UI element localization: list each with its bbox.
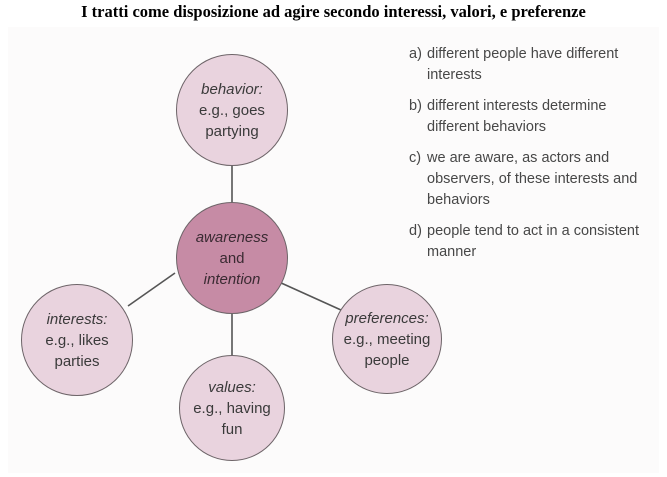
- list-text: different people have different interest…: [427, 46, 619, 83]
- interests-example-line1: e.g., likes: [45, 331, 109, 349]
- list-text: people tend to act in a consistent manne…: [427, 223, 640, 260]
- link-preferences: [278, 281, 342, 311]
- diagram-panel: [8, 27, 659, 473]
- list-marker: a): [409, 46, 422, 62]
- values-label: values:: [208, 378, 256, 396]
- interests-label: interests:: [46, 310, 108, 328]
- behavior-example-line1: e.g., goes: [199, 101, 265, 119]
- list-item: c) we are aware, as actors and observers…: [409, 148, 659, 211]
- list-item: b) different interests determine differe…: [409, 96, 659, 138]
- node-values: values: e.g., having fun: [179, 355, 285, 461]
- link-interests: [127, 272, 176, 307]
- center-line3: intention: [203, 270, 261, 288]
- list-text: we are aware, as actors and observers, o…: [427, 150, 638, 208]
- node-preferences: preferences: e.g., meeting people: [332, 284, 442, 394]
- page-title: I tratti come disposizione ad agire seco…: [81, 2, 586, 21]
- list-item: d) people tend to act in a consistent ma…: [409, 221, 659, 263]
- list-item: a) different people have different inter…: [409, 44, 659, 86]
- preferences-example-line2: people: [364, 351, 410, 369]
- values-example-line1: e.g., having: [193, 399, 271, 417]
- node-behavior: behavior: e.g., goes partying: [176, 54, 288, 166]
- explanation-list: a) different people have different inter…: [409, 44, 659, 273]
- preferences-label: preferences:: [345, 309, 429, 327]
- behavior-example-line2: partying: [205, 122, 259, 140]
- values-example-line2: fun: [221, 420, 243, 438]
- behavior-label: behavior:: [201, 80, 263, 98]
- list-text: different interests determine different …: [427, 98, 607, 135]
- list-marker: c): [409, 150, 422, 166]
- center-line1: awareness: [195, 228, 269, 246]
- list-marker: b): [409, 98, 422, 114]
- node-center: awareness and intention: [176, 202, 288, 314]
- node-interests: interests: e.g., likes parties: [21, 284, 133, 396]
- list-marker: d): [409, 223, 422, 239]
- preferences-example-line1: e.g., meeting: [343, 330, 431, 348]
- interests-example-line2: parties: [54, 352, 100, 370]
- center-line2: and: [219, 249, 245, 267]
